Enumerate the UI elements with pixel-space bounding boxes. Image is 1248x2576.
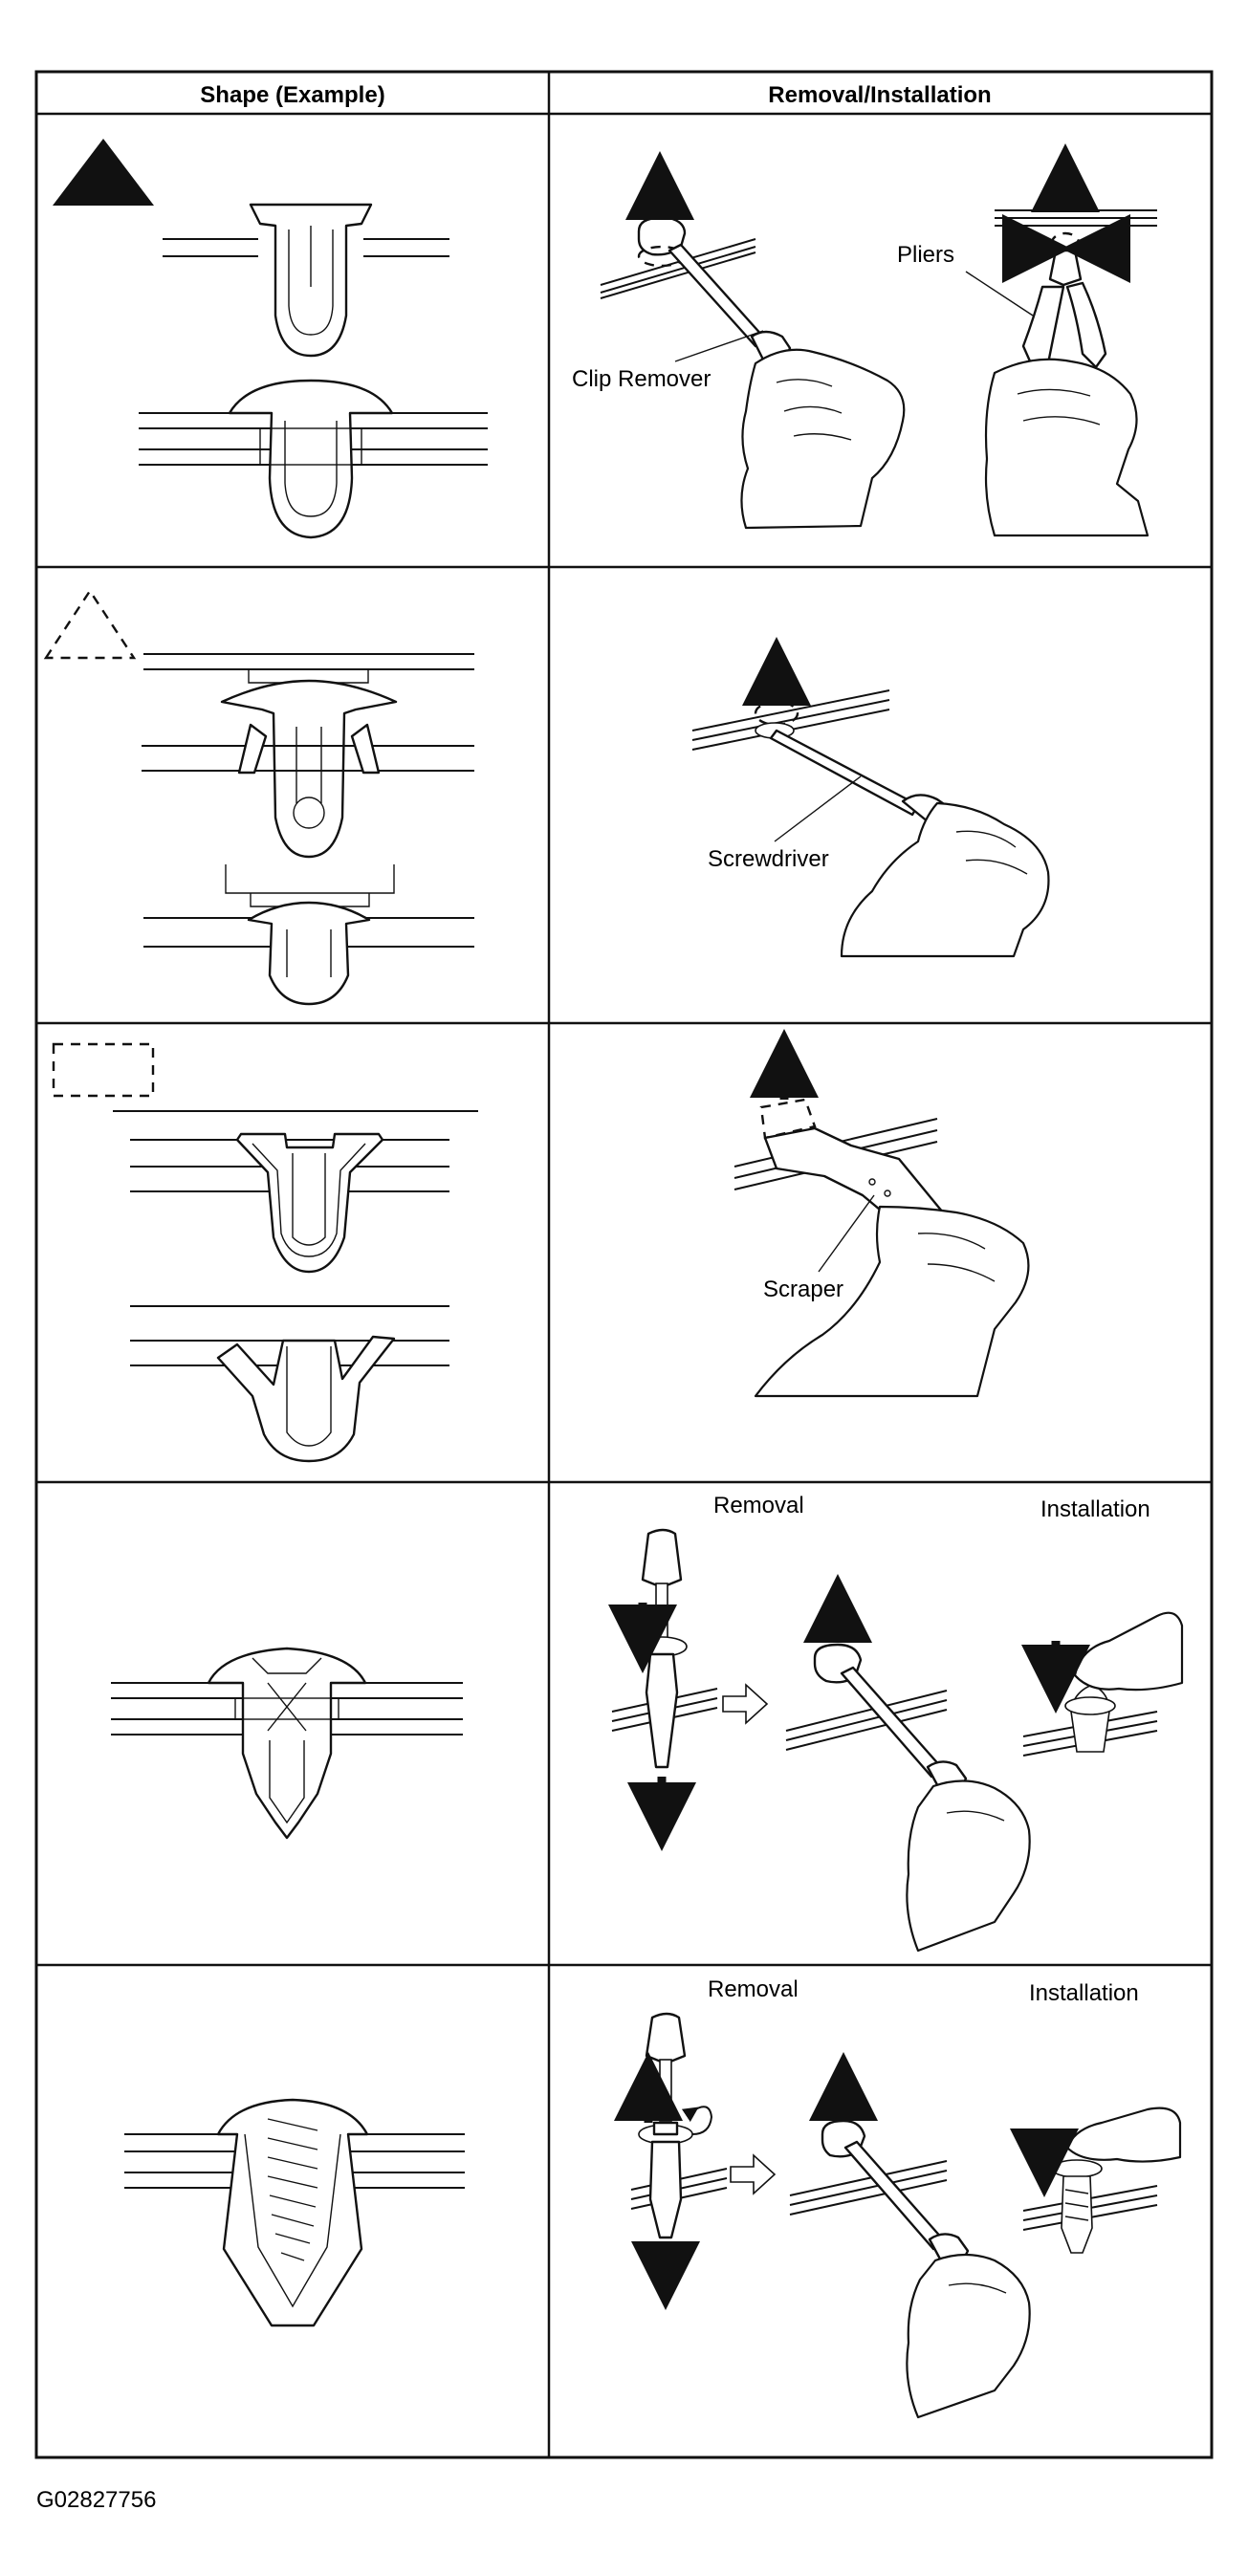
pliers-label: Pliers [897, 242, 954, 268]
screwdriver-push-illustration [608, 1528, 718, 1851]
scraper-illustration [733, 1029, 1030, 1398]
row-5: Removal Installation [124, 1976, 1182, 2419]
finger-install-illustration-4 [1021, 1611, 1184, 1757]
row-1: Clip Remover Pliers [53, 139, 1157, 539]
step-arrow-4 [722, 1683, 769, 1725]
installation-label-4: Installation [1040, 1496, 1150, 1522]
row-3: Scraper [52, 1029, 1030, 1463]
header-removal-installation: Removal/Installation [768, 82, 991, 108]
table-grid [34, 70, 1214, 2459]
dashed-rectangle-marker [52, 1042, 155, 1098]
row-2: Screwdriver [43, 588, 1050, 1006]
removal-label-4: Removal [713, 1493, 804, 1518]
header-shape: Shape (Example) [200, 82, 384, 108]
clip-shape-2a [142, 653, 474, 859]
clip-shape-4 [111, 1647, 463, 1840]
screw-threads [267, 2118, 318, 2261]
solid-triangle-marker [53, 139, 154, 206]
dashed-triangle-marker [43, 588, 137, 660]
installation-label-5: Installation [1029, 1980, 1139, 2006]
clip-shape-5 [124, 2098, 465, 2327]
clip-shape-1b [139, 379, 488, 539]
screwdriver-illustration [691, 637, 1050, 958]
clip-shape-3a [113, 1110, 478, 1274]
clip-remover-removal-4 [785, 1574, 1031, 1953]
pliers-illustration [984, 143, 1157, 537]
row-4: Removal Installation [111, 1493, 1184, 1953]
removal-label-5: Removal [708, 1976, 799, 2002]
clip-shape-3b [130, 1305, 449, 1463]
screwdriver-label: Screwdriver [708, 846, 829, 872]
screwdriver-unscrew-illustration [614, 2012, 728, 2310]
finger-install-illustration-5 [1010, 2107, 1182, 2254]
figure-id: G02827756 [36, 2487, 156, 2513]
step-arrow-5 [730, 2153, 777, 2195]
clip-remover-removal-5 [789, 2052, 1031, 2419]
clip-shape-2b [143, 864, 474, 1006]
clip-remover-illustration [600, 151, 906, 530]
clip-shape-1a [163, 203, 449, 358]
scraper-label: Scraper [763, 1277, 843, 1302]
clip-remover-label: Clip Remover [572, 366, 711, 392]
